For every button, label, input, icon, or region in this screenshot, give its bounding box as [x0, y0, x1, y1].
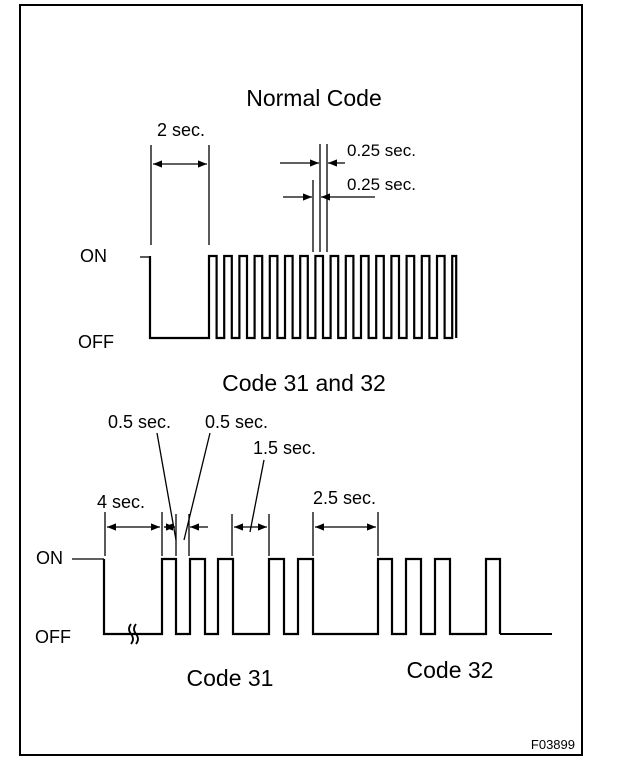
normal-on-label: ON	[80, 246, 107, 266]
normal-2sec-label: 2 sec.	[157, 120, 205, 140]
codes-05a-label: 0.5 sec.	[108, 412, 171, 432]
codes-05b-leader	[183, 432, 211, 541]
codes-05a-leader	[156, 432, 177, 541]
codes-on-label: ON	[36, 548, 63, 568]
codes-15-leader	[249, 459, 265, 533]
codes-05b-label: 0.5 sec.	[205, 412, 268, 432]
normal-code-waveform	[148, 254, 458, 340]
break-mark-2	[133, 623, 139, 645]
codes-15-label: 1.5 sec.	[253, 438, 316, 458]
codes-title: Code 31 and 32	[222, 370, 386, 396]
codes-waveform	[102, 557, 502, 636]
normal-code-title: Normal Code	[246, 85, 382, 111]
figure-id: F03899	[531, 737, 575, 752]
code-31-label: Code 31	[187, 665, 274, 691]
codes-off-label: OFF	[35, 627, 71, 647]
normal-off-label: OFF	[78, 332, 114, 352]
code-32-label: Code 32	[407, 657, 494, 683]
break-mark-1	[128, 623, 134, 645]
codes-4sec-label: 4 sec.	[97, 492, 145, 512]
normal-025a-label: 0.25 sec.	[347, 141, 416, 160]
diagram-frame	[19, 4, 583, 756]
normal-025b-label: 0.25 sec.	[347, 175, 416, 194]
codes-25-label: 2.5 sec.	[313, 488, 376, 508]
